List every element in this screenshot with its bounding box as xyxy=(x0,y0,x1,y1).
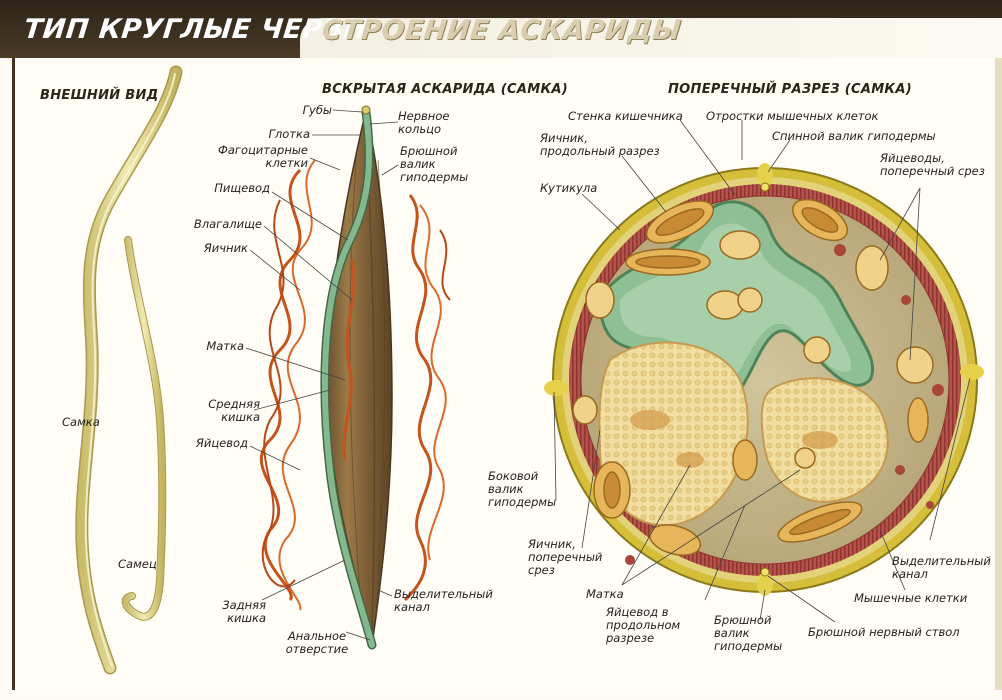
label-uterus-dissected: Матка xyxy=(180,340,244,353)
label-hindgut: Задняя кишка xyxy=(180,599,266,625)
label-uterus-cross: Матка xyxy=(586,588,624,601)
label-midgut: Средняя кишка xyxy=(180,398,260,424)
label-muscle-processes: Отростки мышечных клеток xyxy=(706,110,878,123)
label-male: Самец xyxy=(118,558,157,571)
label-ovary: Яичник xyxy=(180,242,248,255)
label-female: Самка xyxy=(62,416,100,429)
label-ventral-ridge-dissected: Брюшной валик гиподермы xyxy=(400,145,468,184)
label-pharynx: Глотка xyxy=(240,128,310,141)
label-lateral-ridge: Боковой валик гиподермы xyxy=(488,470,556,509)
label-esophagus: Пищевод xyxy=(200,182,270,195)
label-ventral-nerve: Брюшной нервный ствол xyxy=(808,626,960,639)
label-excretory-canal-cross: Выделительный канал xyxy=(892,555,991,581)
label-phagocytic-cells: Фагоцитарные клетки xyxy=(200,144,308,170)
label-lips: Губы xyxy=(270,104,332,117)
dissected-worm xyxy=(261,106,450,645)
label-excretory-canal-dissected: Выделительный канал xyxy=(394,588,493,614)
label-oviduct-longitudinal: Яйцевод в продольном разрезе xyxy=(606,606,680,645)
label-ovary-longitudinal: Яичник, продольный разрез xyxy=(540,132,660,158)
label-oviduct: Яйцевод xyxy=(180,437,248,450)
label-oviducts-cross: Яйцеводы, поперечный срез xyxy=(880,152,985,178)
label-nerve-ring: Нервное кольцо xyxy=(398,110,449,136)
label-vagina: Влагалище xyxy=(180,218,262,231)
label-dorsal-ridge: Спинной валик гиподермы xyxy=(772,130,936,143)
label-muscle-cells: Мышечные клетки xyxy=(854,592,967,605)
label-cuticle: Кутикула xyxy=(540,182,597,195)
label-ventral-ridge-cross: Брюшной валик гиподермы xyxy=(714,614,782,653)
label-ovary-cross: Яичник, поперечный срез xyxy=(528,538,602,577)
label-intestine-wall: Стенка кишечника xyxy=(568,110,683,123)
label-anus: Анальное отверстие xyxy=(272,630,362,656)
